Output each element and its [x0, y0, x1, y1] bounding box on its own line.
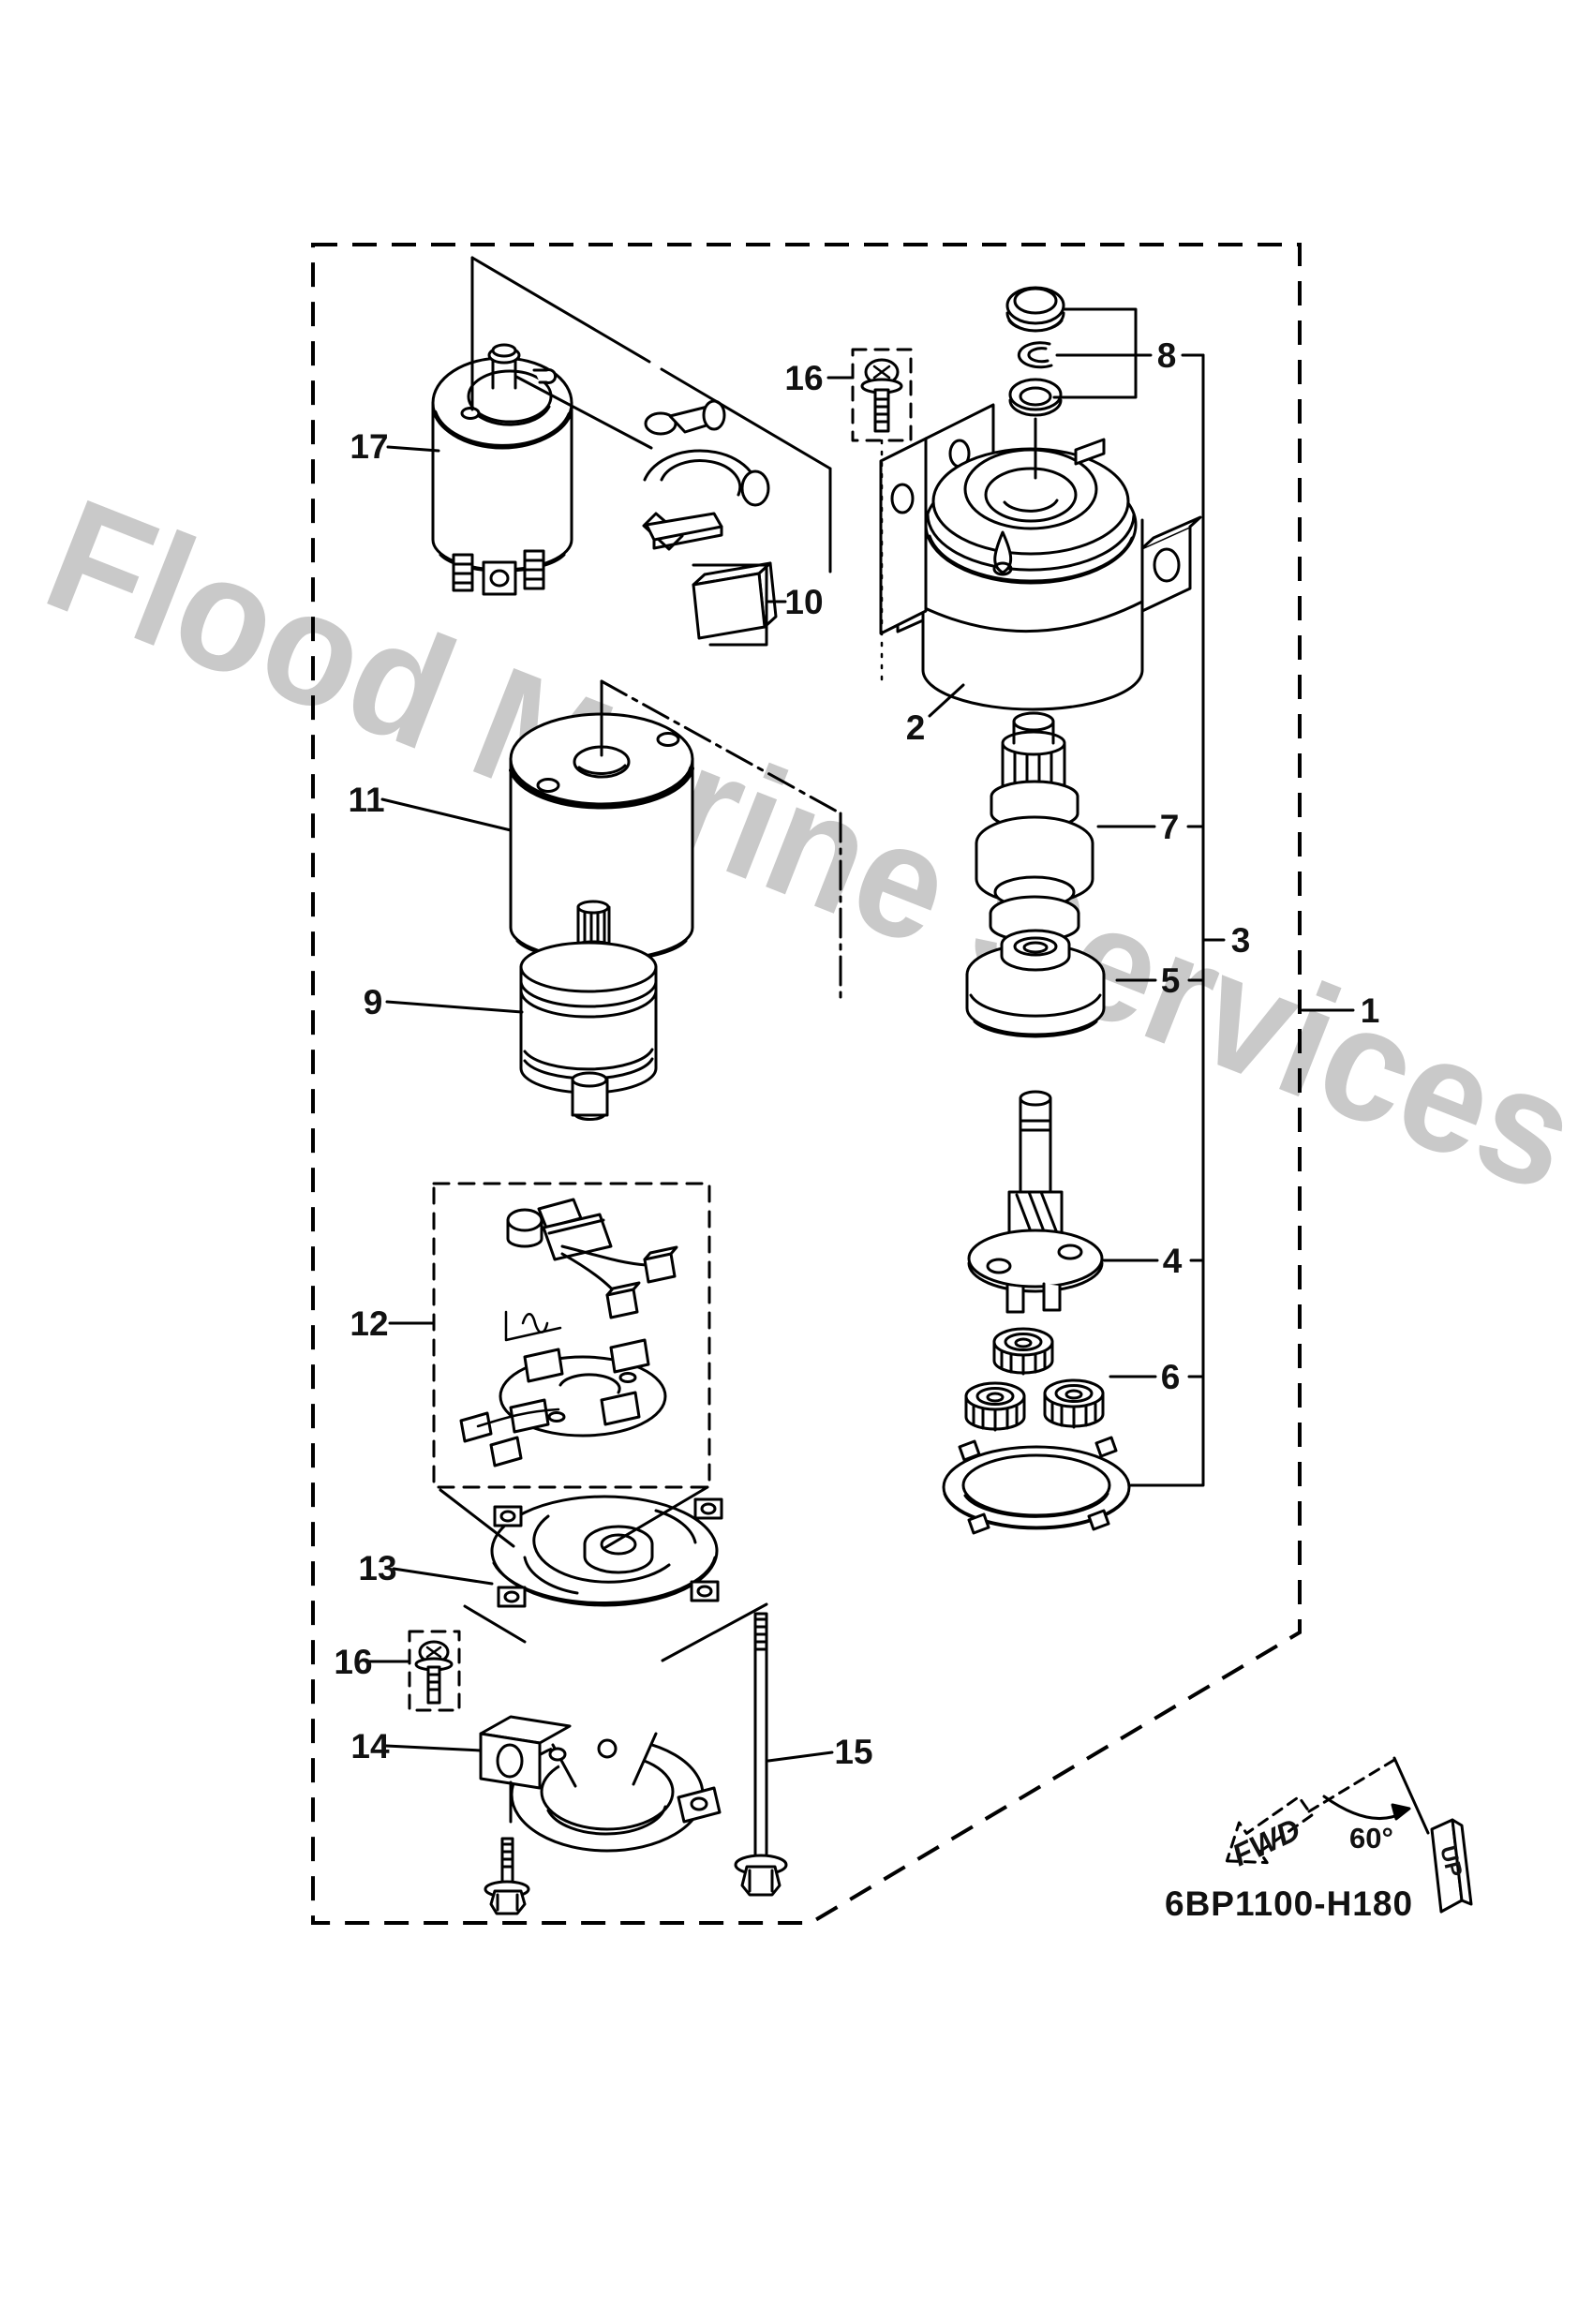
angle-label: 60° — [1349, 1822, 1393, 1855]
part-9-armature-illustration — [519, 900, 658, 1121]
callout-5: 5 — [1161, 961, 1181, 1000]
part-17-solenoid-illustration — [431, 343, 573, 596]
angle-arrowhead-icon — [1391, 1803, 1411, 1821]
callout-2: 2 — [906, 708, 926, 747]
callout-1: 1 — [1361, 991, 1380, 1030]
callout-10: 10 — [784, 583, 823, 621]
drawing-code: 6BP1100-H180 — [1165, 1885, 1413, 1923]
part-6-planetary-gears-illustration — [964, 1327, 1105, 1432]
callout-16-top: 16 — [784, 359, 823, 397]
fwd-arrow-icon — [1225, 1795, 1314, 1865]
part-5-pinion-stopper-illustration — [965, 929, 1106, 1038]
callout-labels: 17 16 10 2 8 7 3 5 1 4 6 11 9 12 13 16 1… — [334, 336, 1379, 1771]
callout-16-bottom: 16 — [334, 1643, 372, 1681]
part-4-pinion-shaft-illustration — [967, 1090, 1104, 1314]
part-12-brush-holder-set-illustration — [459, 1198, 678, 1467]
part-16-bolt-top-illustration — [851, 348, 913, 442]
part-11-yoke-housing-illustration — [509, 712, 694, 962]
part-2-starter-bracket-illustration — [879, 403, 1202, 711]
callout-3: 3 — [1231, 921, 1251, 960]
callout-14: 14 — [350, 1727, 390, 1765]
part-14-end-bracket-illustration — [479, 1715, 722, 1853]
callout-4: 4 — [1163, 1242, 1183, 1280]
part-15-through-bolt-illustration — [734, 1612, 788, 1897]
part-7-drive-pinion-illustration — [975, 711, 1094, 943]
callout-9: 9 — [364, 983, 383, 1021]
part-8-cap-circlip-seal-illustration — [1005, 286, 1065, 417]
part-10-shift-fork-set-illustration — [642, 399, 778, 640]
callout-11: 11 — [348, 781, 384, 819]
callout-15: 15 — [834, 1733, 872, 1771]
orientation-indicator — [1225, 1756, 1473, 1914]
leader-lines — [367, 256, 1355, 1824]
callout-13: 13 — [358, 1549, 396, 1587]
watermark-text: Flood Marine Services — [24, 465, 1578, 1227]
callout-17: 17 — [350, 427, 388, 466]
callout-7: 7 — [1160, 808, 1180, 846]
up-tag-icon — [1430, 1818, 1473, 1914]
part-16-bolt-bottom-illustration — [408, 1630, 461, 1712]
callout-6: 6 — [1161, 1358, 1181, 1396]
part-13-center-bracket-illustration — [490, 1495, 723, 1608]
part-12-dashed-box — [432, 1182, 711, 1489]
diagram-boundary-dashed-border — [311, 243, 1302, 1925]
ring-gear-illustration — [942, 1436, 1131, 1535]
callout-12: 12 — [350, 1304, 388, 1343]
callout-8: 8 — [1157, 336, 1177, 375]
short-mount-bolt-illustration — [484, 1837, 530, 1915]
